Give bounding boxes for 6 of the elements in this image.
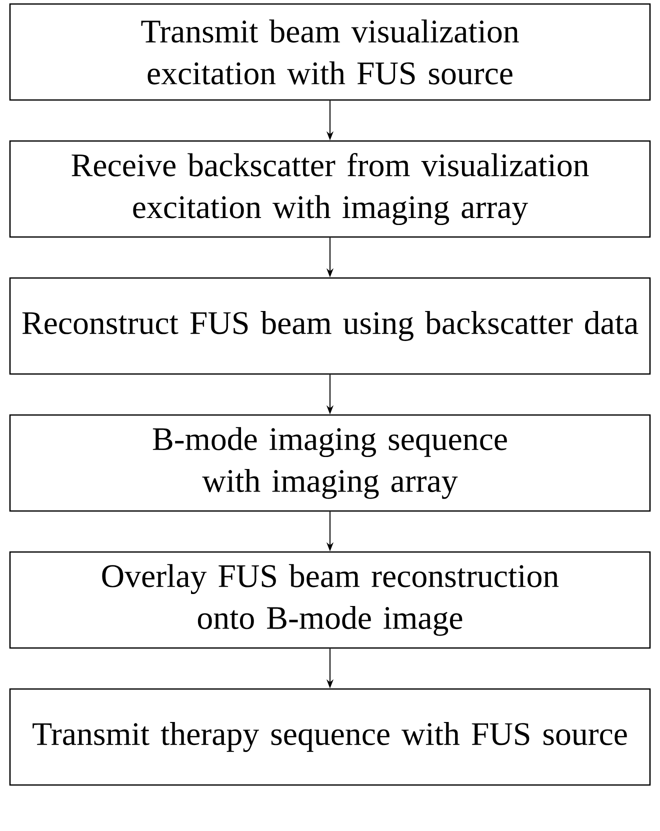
process-box: Receive backscatter from visualization excitation with imaging array (9, 140, 651, 238)
process-box: Overlay FUS beam reconstruction onto B-mode image (9, 551, 651, 649)
process-box: B-mode imaging sequence with imaging array (9, 414, 651, 512)
process-box: Transmit therapy sequence with FUS source (9, 688, 651, 786)
process-box: Reconstruct FUS beam using backscatter data (9, 277, 651, 375)
process-box: Transmit beam visualization excitation with FUS source (9, 3, 651, 101)
